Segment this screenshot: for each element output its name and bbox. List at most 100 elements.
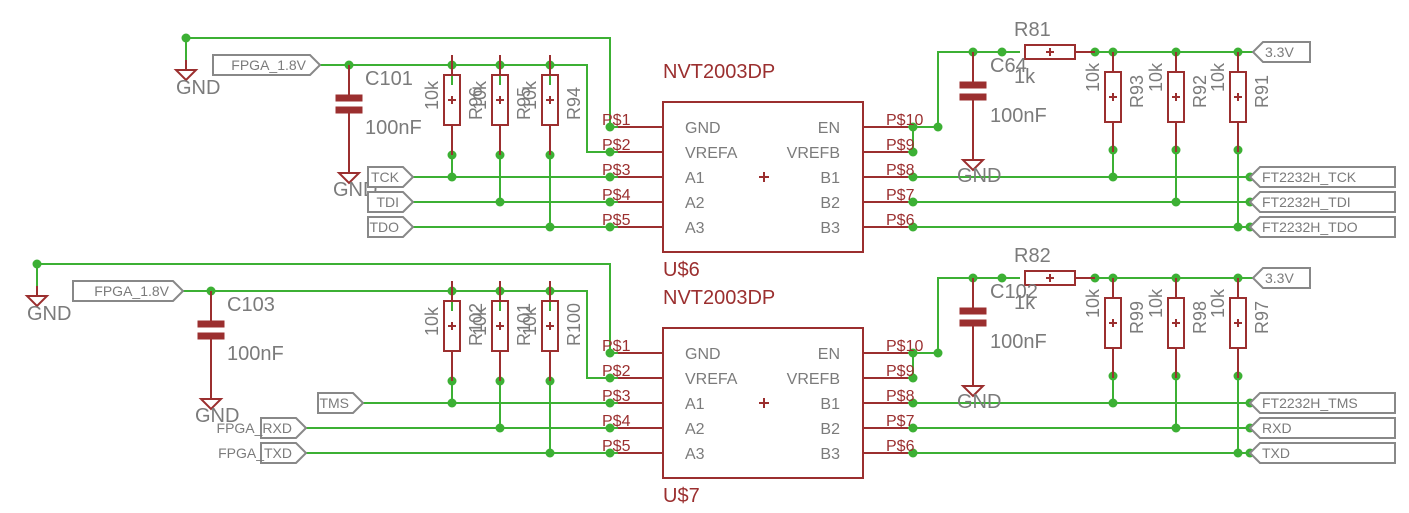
pin-name-right: EN — [818, 120, 840, 137]
pin-pad-right: P$6 — [886, 438, 915, 455]
cap-name: C101 — [365, 68, 413, 90]
res-value: 10k — [470, 306, 490, 336]
junction-dot — [447, 398, 457, 408]
res-value: 1k — [1014, 292, 1036, 314]
res-name: R92 — [1190, 75, 1210, 108]
ground-triangle — [960, 385, 986, 398]
junction-dot — [908, 373, 918, 383]
flag-label: TDO — [369, 219, 399, 235]
pin-name-left: A3 — [685, 220, 705, 237]
ground-symbol: GND — [195, 389, 239, 427]
flag-outline — [1248, 442, 1396, 464]
fpga-supply-flag: FPGA_1.8V — [72, 280, 185, 302]
pin-name-right: B1 — [820, 396, 840, 413]
flag-label: FPGA_TXD — [218, 445, 292, 461]
ground-symbol: GND — [24, 286, 71, 325]
flag-label: 3.3V — [1265, 270, 1294, 286]
ground-triangle — [24, 295, 50, 308]
right-signal-flag: TXD — [1248, 442, 1396, 464]
cap-plate-bottom — [335, 106, 363, 114]
res-name: R96 — [466, 87, 486, 120]
junction-dot — [605, 398, 615, 408]
flag-outline — [1248, 191, 1396, 213]
junction-dot — [545, 222, 555, 232]
left-signal-flag: TDO — [367, 216, 415, 238]
flag-label: FT2232H_TDI — [1262, 194, 1351, 210]
flag-label: FT2232H_TCK — [1262, 169, 1357, 185]
flag-outline — [1248, 166, 1396, 188]
junction-dot — [997, 47, 1007, 57]
wire — [183, 290, 618, 379]
junction-dot — [605, 222, 615, 232]
res-name: R98 — [1190, 301, 1210, 334]
pin-pad-left: P$1 — [602, 338, 631, 355]
flag-label: FPGA_1.8V — [231, 57, 306, 73]
junction-dot — [1171, 423, 1181, 433]
right-signal-flag: RXD — [1248, 417, 1396, 439]
pin-pad-right: P$10 — [886, 112, 923, 129]
flag-outline — [367, 166, 415, 188]
pin-pad-left: P$1 — [602, 112, 631, 129]
res-name: R91 — [1252, 75, 1272, 108]
res-name: R102 — [466, 303, 486, 346]
cap-value: 100nF — [227, 343, 284, 365]
ic-value: NVT2003DP — [663, 287, 775, 309]
junction-dot — [908, 348, 918, 358]
junction-dot — [605, 172, 615, 182]
pin-pad-left: P$5 — [602, 438, 631, 455]
pin-pad-right: P$9 — [886, 363, 915, 380]
pin-name-left: A2 — [685, 421, 705, 438]
junction-dot — [605, 373, 615, 383]
junction-dot — [908, 423, 918, 433]
junction-dot — [908, 147, 918, 157]
ground-label: GND — [195, 405, 239, 427]
junction-dot — [605, 197, 615, 207]
flag-outline — [317, 392, 365, 414]
junction-dot — [32, 259, 42, 269]
res-name: R94 — [564, 87, 584, 120]
pin-pad-right: P$7 — [886, 413, 915, 430]
flag-outline — [212, 54, 322, 76]
pin-pad-left: P$3 — [602, 388, 631, 405]
res-value: 10k — [1146, 62, 1166, 92]
pin-name-right: B2 — [820, 195, 840, 212]
right-signal-flag: FT2232H_TCK — [1248, 166, 1396, 188]
res-value: 10k — [422, 80, 442, 110]
flag-label: FT2232H_TMS — [1262, 395, 1358, 411]
junction-dot — [908, 398, 918, 408]
cap-name: C103 — [227, 294, 275, 316]
left-signal-flag: TMS — [317, 392, 365, 414]
ground-symbol: GND — [333, 163, 377, 201]
flag-label: FT2232H_TDO — [1262, 219, 1358, 235]
flag-outline — [260, 442, 308, 464]
flag-label: TMS — [319, 395, 349, 411]
junction-dot — [1108, 398, 1118, 408]
pin-name-left: VREFA — [685, 371, 738, 388]
pin-name-left: A1 — [685, 170, 705, 187]
pin-pad-right: P$8 — [886, 388, 915, 405]
junction-dot — [933, 348, 943, 358]
ground-label: GND — [176, 77, 220, 99]
ground-symbol: GND — [173, 60, 220, 99]
res-name: R81 — [1014, 19, 1051, 41]
left-signal-flag: FPGA_TXD — [218, 442, 308, 464]
junction-dot — [908, 172, 918, 182]
pin-name-right: B1 — [820, 170, 840, 187]
pin-name-left: GND — [685, 346, 721, 363]
ground-label: GND — [333, 179, 377, 201]
right-signal-flag: FT2232H_TMS — [1248, 392, 1396, 414]
pin-name-right: B3 — [820, 220, 840, 237]
res-value: 10k — [1083, 62, 1103, 92]
left-signal-flag: TDI — [367, 191, 415, 213]
flag-outline — [1248, 216, 1396, 238]
ground-symbol: GND — [957, 376, 1001, 413]
flag-label: FPGA_RXD — [217, 420, 292, 436]
ic-name: U$7 — [663, 485, 700, 507]
